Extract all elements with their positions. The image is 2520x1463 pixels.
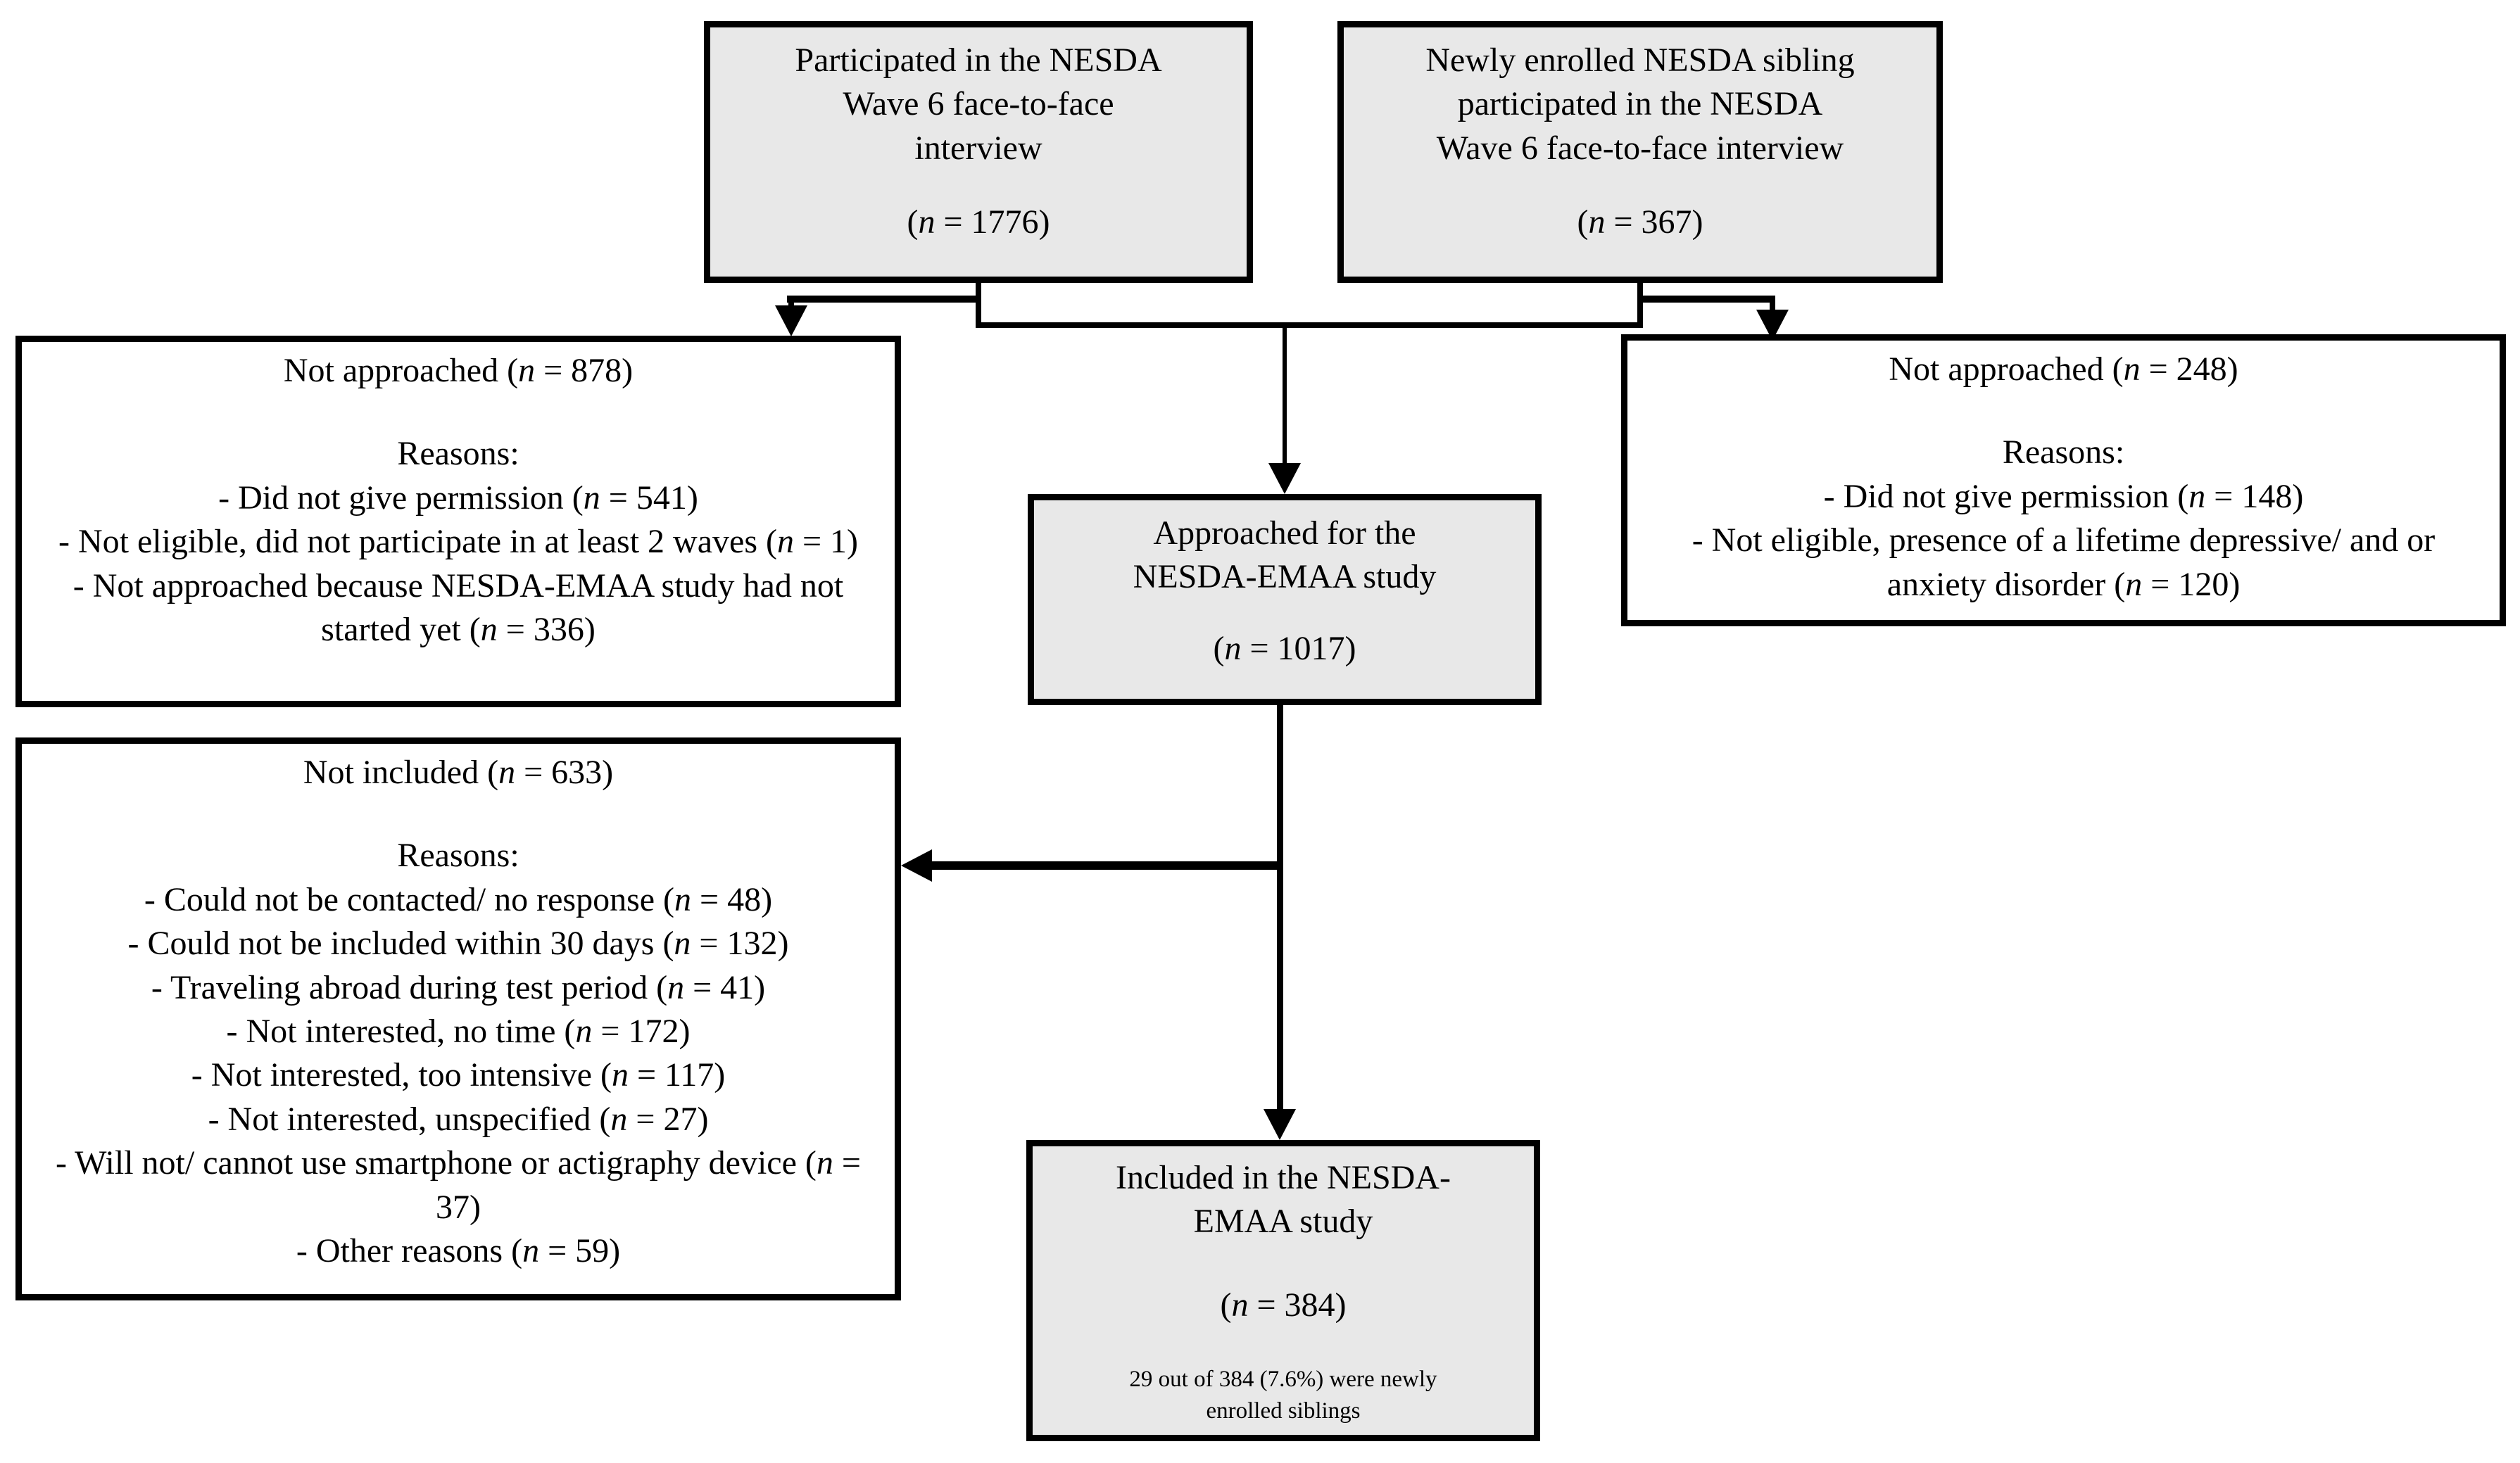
box-approached-n: (n = 1017) [1213,629,1356,667]
reasons-label: Reasons: [397,837,519,875]
reason-line: - Not interested, too intensive (n = 117… [191,1056,726,1094]
reason-line: - Did not give permission (n = 541) [218,479,698,517]
connector-branch-right-stub [1770,296,1775,315]
reason-line: - Could not be contacted/ no response (n… [144,880,773,918]
reason-line: - Did not give permission (n = 148) [1823,477,2304,515]
connector-sibling-down [1637,281,1643,328]
reasons-list: - Could not be contacted/ no response (n… [43,878,874,1274]
arrowhead-not-included [901,849,932,882]
connector-branch-not-included [928,861,1283,870]
box-participated-n: (n = 1776) [907,203,1050,241]
reason-line: - Not interested, unspecified (n = 27) [208,1100,709,1138]
box-not-approached-right: Not approached (n = 248) Reasons: - Did … [1621,334,2506,626]
arrowhead-approached [1268,463,1301,494]
box-not-included-header: Not included (n = 633) [303,754,614,791]
box-included: Included in the NESDA-EMAA study (n = 38… [1026,1140,1540,1441]
box-sibling-n: (n = 367) [1577,203,1703,241]
connector-branch-left [787,296,981,303]
connector-branch-right [1637,296,1775,303]
connector-participated-down [976,281,981,328]
arrowhead-not-approached-left [775,305,807,336]
reason-line: - Could not be included within 30 days (… [127,925,789,963]
connector-approached-to-included [1277,705,1283,1117]
box-not-approached-left-header: Not approached (n = 878) [283,352,634,389]
box-included-title: Included in the NESDA-EMAA study [1116,1159,1451,1241]
box-not-approached-left: Not approached (n = 878) Reasons: - Did … [15,336,901,707]
arrowhead-not-approached-right [1756,310,1789,341]
connector-to-approached [1283,325,1287,466]
reason-line: - Not interested, no time (n = 172) [226,1012,691,1050]
box-not-approached-right-header: Not approached (n = 248) [1889,350,2238,388]
reasons-label: Reasons: [397,435,519,473]
reason-line: - Not eligible, did not participate in a… [58,523,859,561]
reasons-list: - Did not give permission (n = 148) - Not… [1649,475,2478,607]
connector-branch-left-stub [788,296,794,314]
reasons-label: Reasons: [2002,433,2125,471]
arrowhead-included [1264,1109,1296,1140]
connector-merge-horizontal [976,322,1643,328]
box-included-n: (n = 384) [1220,1286,1347,1324]
reason-line: - Not approached because NESDA-EMAA stud… [73,566,844,648]
reason-line: - Not eligible, presence of a lifetime d… [1691,521,2436,603]
box-not-included: Not included (n = 633) Reasons: - Could … [15,737,901,1300]
reason-line: - Other reasons (n = 59) [296,1231,621,1269]
reason-line: - Traveling abroad during test period (n… [151,968,766,1006]
reason-line: - Will not/ cannot use smartphone or act… [56,1144,861,1226]
reasons-list: - Did not give permission (n = 541) - Not… [43,476,874,652]
